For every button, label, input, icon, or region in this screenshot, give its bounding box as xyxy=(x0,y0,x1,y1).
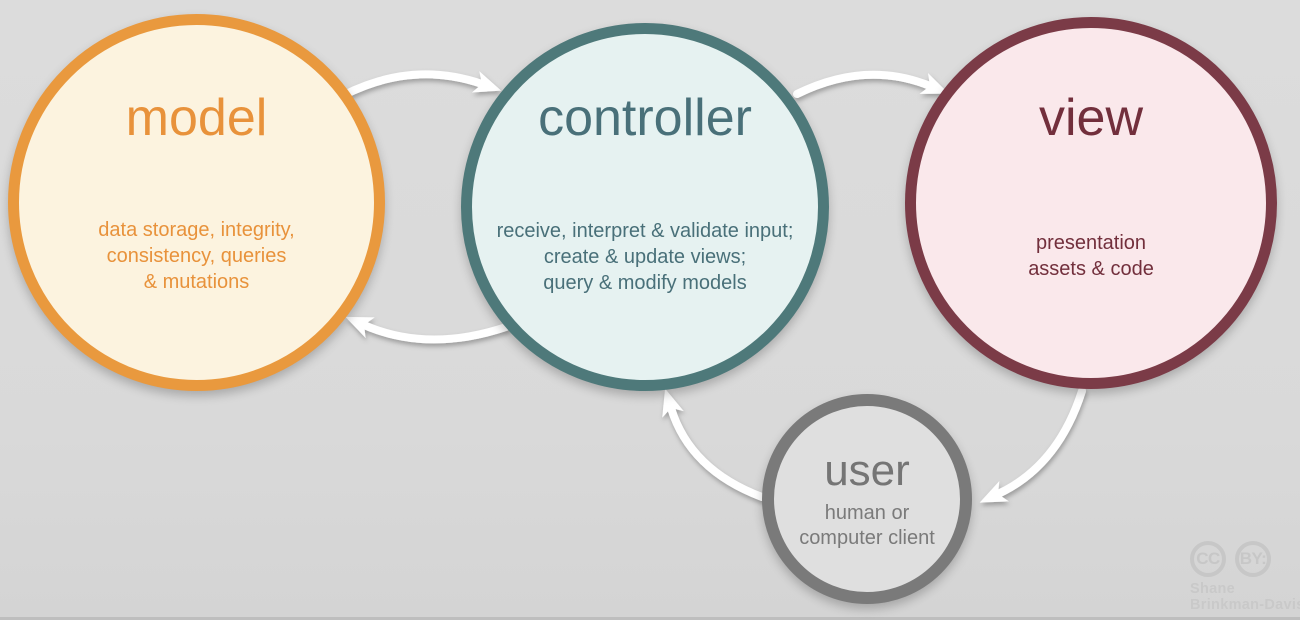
model-description-line: consistency, queries xyxy=(106,245,287,267)
view-title: view xyxy=(1038,89,1144,147)
view-node: view presentation assets & code xyxy=(905,17,1277,389)
user-description-line: computer client xyxy=(799,527,935,549)
user-title: user xyxy=(824,446,910,495)
cc-license-badges: CC BY: xyxy=(1190,541,1300,577)
controller-description-line: query & modify models xyxy=(543,272,747,294)
model-description-line: & mutations xyxy=(143,271,250,293)
arrow-controller-to-model xyxy=(345,316,510,344)
attribution-author: Shane Brinkman-Davis xyxy=(1190,581,1300,613)
arrow-user-to-controller xyxy=(662,388,766,501)
user-node: user human or computer client xyxy=(762,394,972,604)
controller-node: controller receive, interpret & validate… xyxy=(461,23,829,391)
controller-title: controller xyxy=(538,89,752,147)
arrow-model-to-controller xyxy=(338,70,502,100)
user-description: human or computer client xyxy=(774,501,960,551)
arrow-controller-to-view xyxy=(793,70,949,98)
model-description: data storage, integrity, consistency, qu… xyxy=(19,217,374,295)
model-description-line: data storage, integrity, xyxy=(98,219,295,241)
attribution: CC BY: Shane Brinkman-Davis xyxy=(1190,541,1300,613)
view-description-line: assets & code xyxy=(1028,258,1154,280)
user-description-line: human or xyxy=(824,502,910,524)
arrow-view-to-user xyxy=(979,387,1086,503)
attribution-author-last: Brinkman-Davis xyxy=(1190,597,1300,613)
cc-icon: CC xyxy=(1190,541,1226,577)
view-description: presentation assets & code xyxy=(916,230,1266,282)
attribution-author-first: Shane xyxy=(1190,581,1236,597)
controller-description-line: create & update views; xyxy=(543,246,747,268)
controller-description: receive, interpret & validate input; cre… xyxy=(472,218,818,296)
model-node: model data storage, integrity, consisten… xyxy=(8,14,385,391)
view-description-line: presentation xyxy=(1035,232,1147,254)
model-title: model xyxy=(125,89,268,147)
controller-description-line: receive, interpret & validate input; xyxy=(496,220,794,242)
cc-by-icon: BY: xyxy=(1235,541,1271,577)
